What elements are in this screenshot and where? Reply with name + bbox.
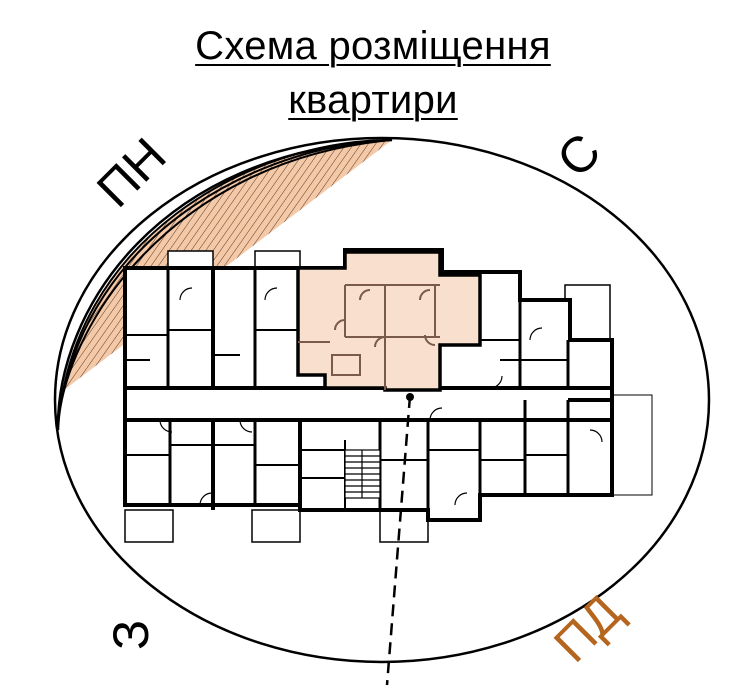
compass-label-w: З xyxy=(103,620,159,650)
building-axis-dashed xyxy=(385,395,412,686)
staircase xyxy=(344,449,381,499)
orientation-ellipse xyxy=(53,136,711,664)
title-line-1: Схема розміщення xyxy=(195,24,551,68)
highlighted-apartment xyxy=(296,250,482,392)
compass-label-sw: ПД xyxy=(543,584,632,673)
entrance-marker xyxy=(406,393,414,401)
title-line-2: квартири xyxy=(288,78,458,122)
